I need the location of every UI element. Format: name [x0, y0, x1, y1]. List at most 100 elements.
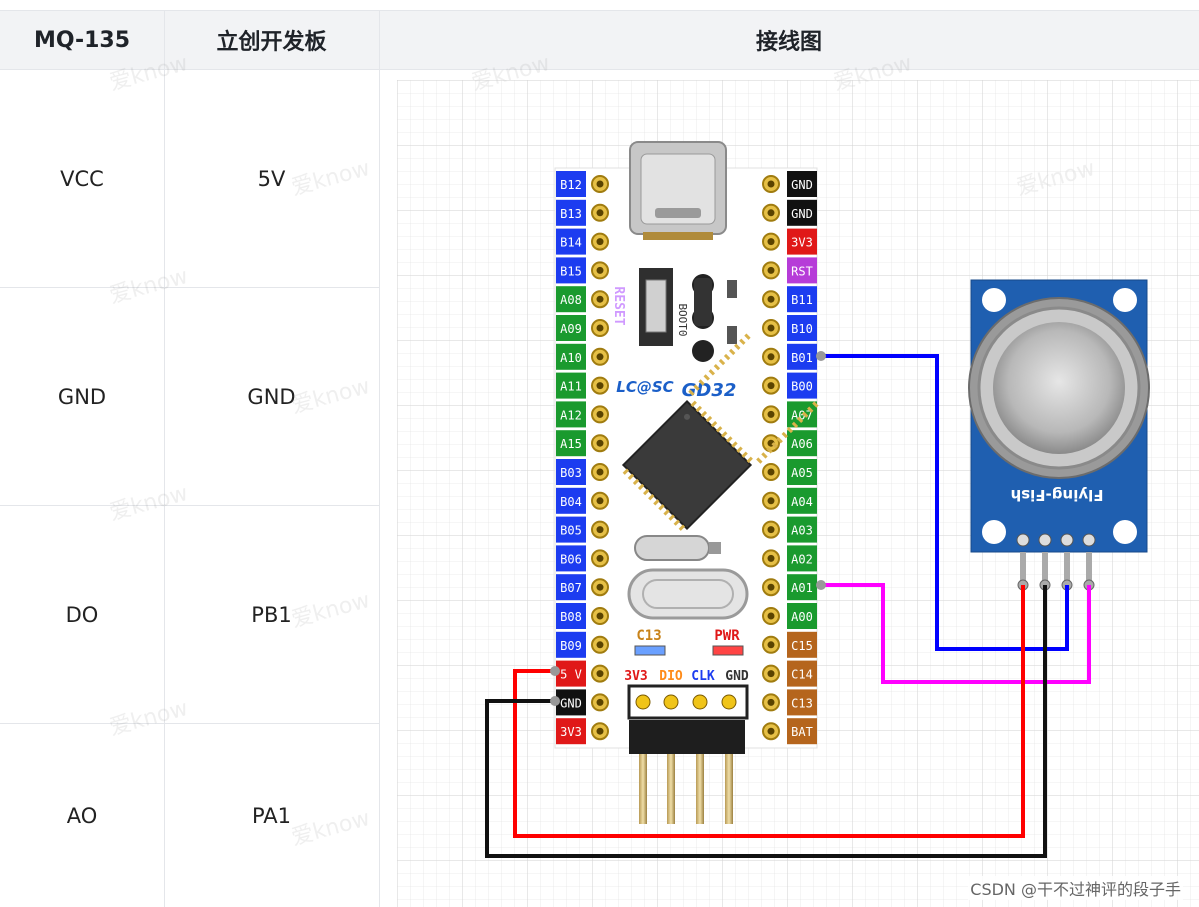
wire-vcc-to-5v [513, 585, 1025, 838]
pin-label-bg [556, 689, 586, 716]
pin-hole [596, 295, 604, 303]
sensor-pin-do: DO [65, 602, 99, 627]
pin-label-bg [556, 171, 586, 197]
chip-pin [736, 446, 743, 453]
pin-label-bg [556, 372, 586, 399]
pin-hole [596, 382, 604, 390]
pin-label-bg [556, 487, 586, 514]
pin-label-left: B14 [560, 236, 582, 250]
lcsc-logo: LC@SC [616, 378, 673, 396]
chip-pin [637, 483, 645, 491]
pin-label-right: A04 [791, 495, 813, 509]
pin-label-bg [787, 228, 817, 255]
pin-label-left: 5 V [560, 668, 582, 682]
pin-label-bg [556, 430, 586, 457]
chip-pin [721, 431, 728, 438]
chip-pin [718, 358, 726, 366]
pin-label-bg [556, 401, 586, 428]
pin-label-left: B13 [560, 207, 582, 221]
pin-label-left: B07 [560, 581, 582, 595]
chip-pin [807, 406, 814, 413]
pin-label-bg [556, 718, 586, 745]
swd-dio-label: DIO [659, 669, 683, 684]
pin-label-bg [787, 574, 817, 601]
pin-label-bg [787, 487, 817, 514]
pin-label-bg [787, 689, 817, 716]
pin-hole [596, 497, 604, 505]
wiring-diagram: B12B13B14B15A08A09A10A11A12A15B03B04B05B… [397, 80, 1199, 907]
small-crystal [634, 535, 721, 561]
pin-hole [767, 641, 775, 649]
pin-hole [767, 554, 775, 562]
chip-pin [801, 411, 809, 418]
pin-hole [767, 583, 775, 591]
pin-label-left: B03 [560, 466, 582, 480]
chip-pin [627, 473, 635, 480]
chip-pin [690, 400, 697, 408]
header-sensor: MQ-135 [0, 10, 164, 70]
column-divider [164, 10, 165, 907]
chip-pin [739, 338, 746, 345]
pin-label-left: A11 [560, 380, 582, 394]
chip-pin [812, 401, 819, 408]
pin-label-left: A09 [560, 322, 582, 336]
pin-label-left: B06 [560, 552, 582, 566]
chip-pin [771, 442, 778, 449]
chip-pin [781, 431, 788, 439]
chip-pin [693, 384, 700, 391]
pin-hole [596, 526, 604, 534]
pin-hole [767, 727, 775, 735]
mount-hole [982, 288, 1006, 312]
chip-pin [713, 364, 721, 371]
chip-pin [643, 488, 650, 496]
chip-pins [622, 333, 819, 531]
boot-jumper [692, 274, 737, 362]
chip-pin [678, 524, 686, 531]
row-divider [0, 723, 379, 724]
pin-label-left: GND [560, 696, 582, 710]
pin-label-right: B10 [791, 322, 813, 336]
chip-pin [668, 514, 675, 521]
pin-hole [596, 180, 604, 188]
mount-hole [1113, 288, 1137, 312]
main-crystal [627, 568, 749, 620]
pin-label-left: B09 [560, 639, 582, 653]
chip-pin [658, 504, 665, 511]
chip-pin [746, 456, 753, 464]
pin-label-right: A02 [791, 552, 813, 566]
pin-hole [767, 698, 775, 706]
chip-pin [700, 410, 708, 418]
pin-hole [767, 526, 775, 534]
pin-label-bg [787, 603, 817, 629]
pin-hole [767, 468, 775, 476]
chip-pin [729, 348, 736, 356]
pin-label-bg [787, 660, 817, 687]
row-divider [0, 505, 379, 506]
column-divider [379, 10, 380, 907]
pin-label-right: BAT [791, 725, 813, 739]
chip-pin [705, 415, 713, 423]
pin-hole [767, 180, 775, 188]
pin-hole [596, 468, 604, 476]
reset-label: RESET [611, 286, 626, 325]
pin-hole [596, 554, 604, 562]
pin-hole [596, 698, 604, 706]
pin-label-bg [556, 660, 586, 687]
sensor-pin-ao: AO [66, 803, 98, 828]
chip-pin [734, 343, 741, 351]
chip-pin [756, 457, 763, 464]
pin-label-bg [556, 459, 586, 485]
wire-do-to-pb1 [821, 354, 1069, 651]
pin-label-right: A01 [791, 581, 813, 595]
pin-hole [596, 209, 604, 217]
pin-label-bg [787, 257, 817, 284]
pin-label-left: A08 [560, 293, 582, 307]
chip-pin [761, 452, 768, 459]
pin-label-right: 3V3 [791, 236, 813, 250]
pin-label-bg [787, 459, 817, 485]
pin-hole [596, 238, 604, 246]
pin-hole [596, 266, 604, 274]
chip-pin [703, 374, 710, 381]
sensor-pin-gnd: GND [57, 384, 107, 409]
